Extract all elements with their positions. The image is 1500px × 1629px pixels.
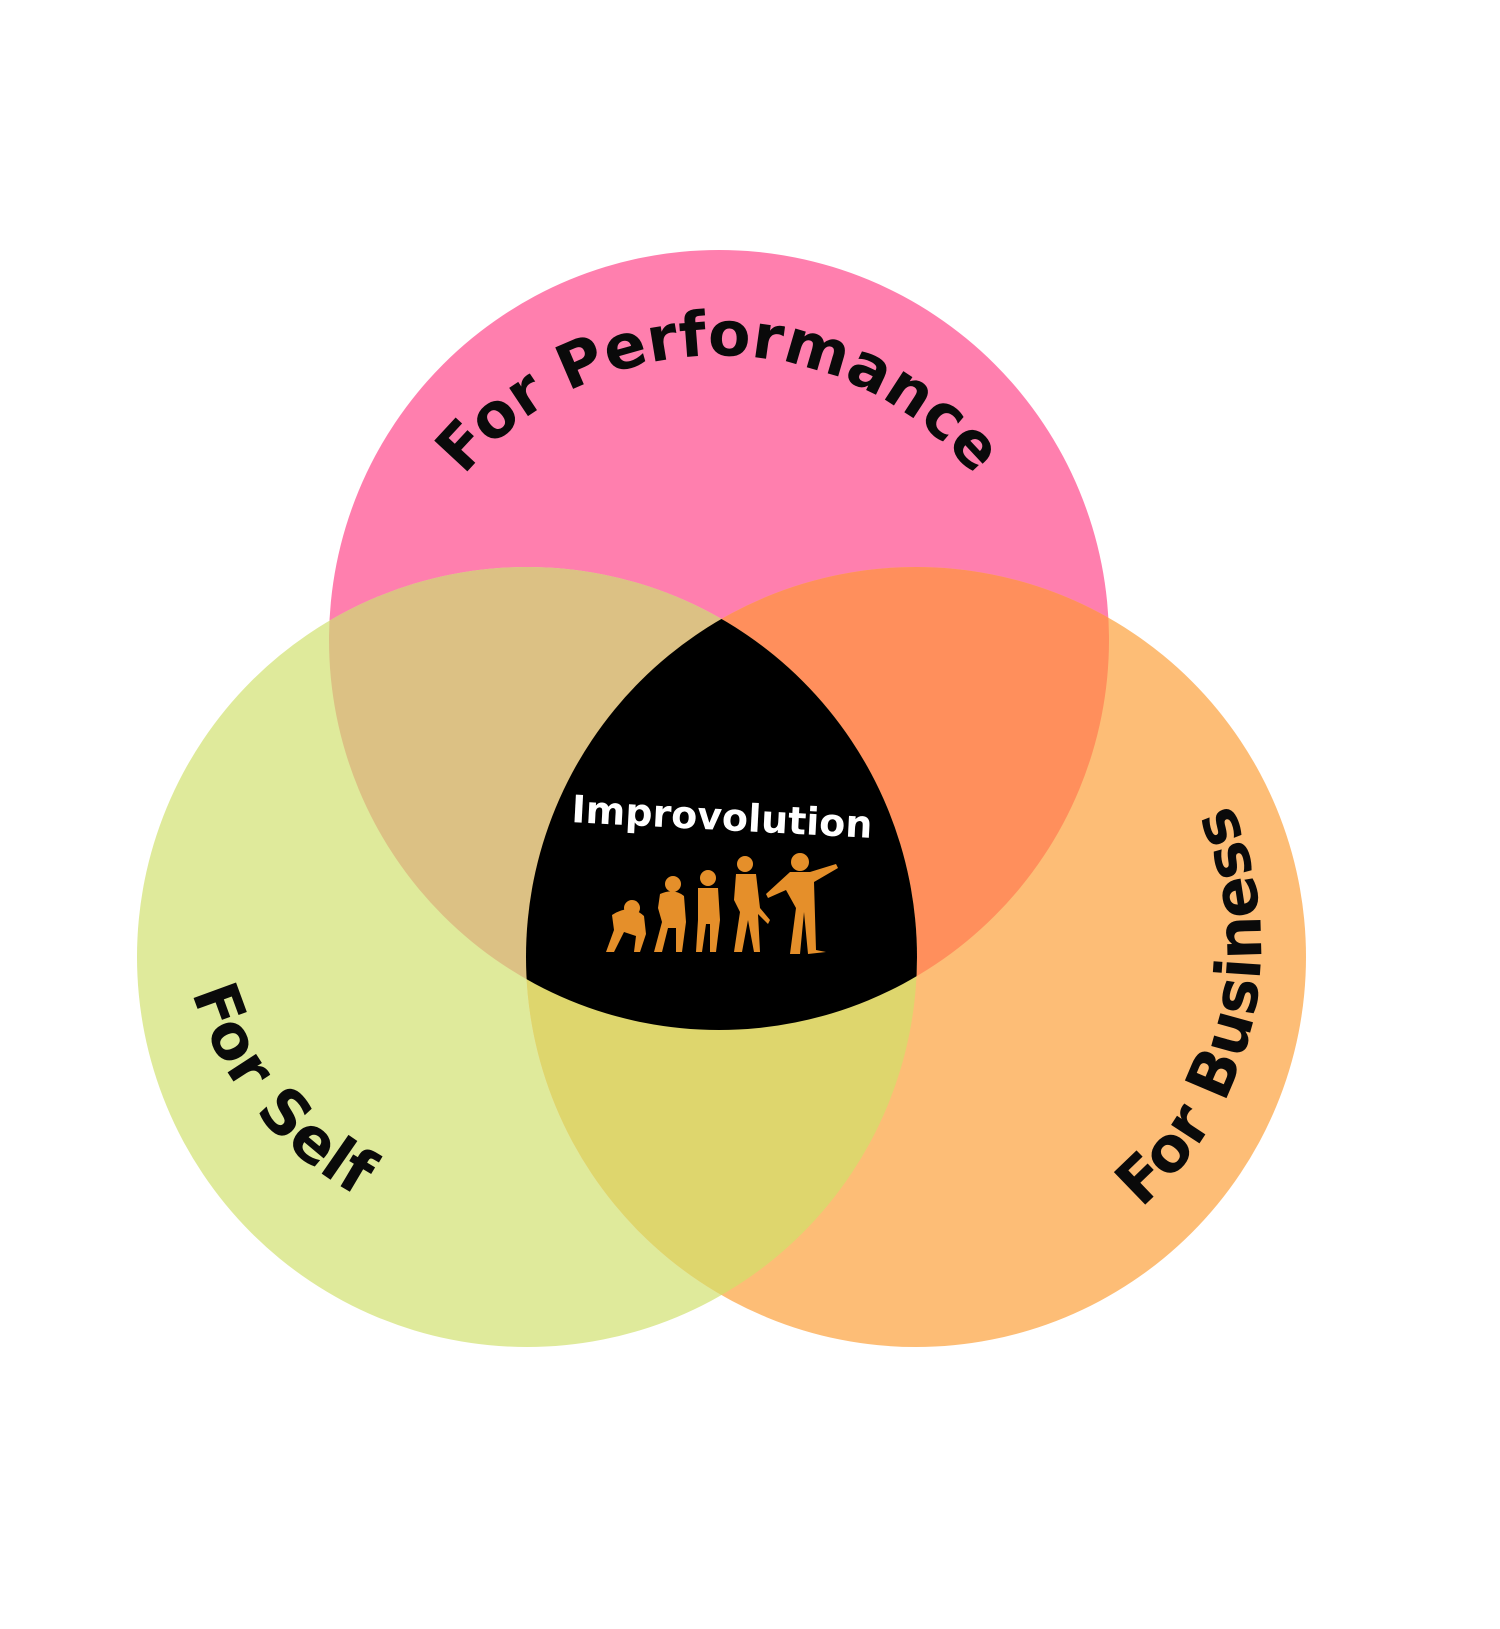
evolution-figure-5 — [766, 853, 838, 954]
evolution-figure-2 — [654, 876, 686, 952]
evolution-figure-4 — [734, 856, 770, 952]
evolution-figure-3 — [696, 870, 720, 952]
evolution-figure-1 — [606, 900, 646, 952]
overlap-all-three — [526, 567, 917, 1030]
evolution-of-man-icon — [606, 853, 838, 954]
